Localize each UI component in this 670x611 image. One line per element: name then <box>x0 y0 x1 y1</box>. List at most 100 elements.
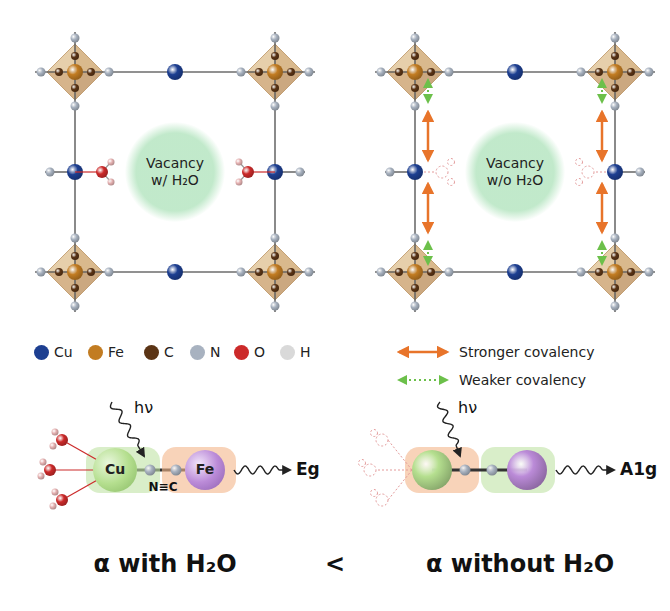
nitrogen-atom <box>377 268 386 277</box>
bond-label: N≡C <box>149 480 178 494</box>
weaker-covalency-arrow <box>601 80 603 102</box>
legend-item: C <box>144 344 174 360</box>
node-label: Vacancy w/o H₂O <box>479 155 551 190</box>
carbon-atom <box>271 52 279 60</box>
carbon-atom <box>87 68 95 76</box>
nitrogen-atom <box>305 68 314 77</box>
carbon-atom <box>411 284 419 292</box>
photon <box>438 402 460 456</box>
carbon-atom <box>287 68 295 76</box>
hydrogen-atom <box>40 459 47 466</box>
nitrogen-atom <box>37 68 46 77</box>
copper-atom <box>507 64 523 80</box>
nitrogen-atom <box>411 34 420 43</box>
iron-atom <box>507 450 547 490</box>
ghost-bond <box>376 470 412 471</box>
framework <box>35 32 315 312</box>
legend-label: Stronger covalency <box>459 344 594 360</box>
iron-atom: Fe <box>185 450 225 490</box>
carbon-atom <box>87 268 95 276</box>
nitrogen-atom <box>377 68 386 77</box>
copper-atom <box>167 264 183 280</box>
ghost-hydrogen <box>371 490 378 497</box>
raman-scatter <box>556 466 614 474</box>
photon-label: hν <box>458 398 477 417</box>
nitrogen-atom <box>445 68 454 77</box>
nitrogen-atom <box>237 68 246 77</box>
nitrogen-atom <box>237 268 246 277</box>
carbon-atom <box>395 68 403 76</box>
vacancy-region: Vacancy w/o H₂O <box>465 122 565 222</box>
raman-mode-label: A1g <box>620 459 657 479</box>
nitrogen-atom <box>611 34 620 43</box>
nitrogen-atom <box>271 34 280 43</box>
carbon-atom <box>627 268 635 276</box>
legend-line-sample <box>395 374 451 386</box>
hydrogen-atom <box>108 179 115 186</box>
carbon-atom <box>595 268 603 276</box>
carbon-atom <box>611 52 619 60</box>
ghost-oxygen <box>436 166 448 178</box>
iron-atom <box>267 64 283 80</box>
weaker-covalency-arrow <box>601 242 603 264</box>
carbon-atom <box>71 84 79 92</box>
raman-scatter <box>234 466 290 474</box>
carbon-atom <box>55 68 63 76</box>
carbon-atom <box>427 68 435 76</box>
stronger-covalency-arrow <box>601 184 604 232</box>
nitrogen-atom <box>645 268 654 277</box>
legend-label: C <box>164 344 174 360</box>
iron-atom <box>267 264 283 280</box>
iron-atom <box>407 264 423 280</box>
iron-atom <box>607 264 623 280</box>
legend-item: Weaker covalency <box>395 372 586 388</box>
hydrogen-atom <box>52 429 59 436</box>
node-label: Fe <box>196 461 215 479</box>
nitrogen-atom <box>411 302 420 311</box>
legend-swatch <box>88 345 103 360</box>
stronger-covalency-arrow <box>427 112 430 160</box>
copper-atom <box>412 450 452 490</box>
raman-mode-label: Eg <box>296 459 320 479</box>
nitrogen-atom <box>636 168 645 177</box>
copper-atom <box>407 164 423 180</box>
legend-label: Weaker covalency <box>459 372 586 388</box>
ghost-bond <box>424 172 436 173</box>
legend-label: Cu <box>54 344 73 360</box>
nitrogen-atom <box>386 168 395 177</box>
carbon-atom <box>71 52 79 60</box>
nitrogen-atom <box>145 465 156 476</box>
legend-line-sample <box>395 346 451 358</box>
hydrogen-atom <box>236 179 243 186</box>
carbon-atom <box>411 52 419 60</box>
ghost-hydrogen <box>448 179 455 186</box>
hydrogen-atom <box>108 159 115 166</box>
nitrogen-atom <box>445 268 454 277</box>
nitrogen-atom <box>271 234 280 243</box>
legend-label: N <box>210 344 220 360</box>
carbon-atom <box>255 268 263 276</box>
carbon-atom <box>395 268 403 276</box>
ghost-oxygen <box>376 494 388 506</box>
nitrogen-atom <box>305 268 314 277</box>
ghost-hydrogen <box>359 460 366 467</box>
nitrogen-atom <box>271 102 280 111</box>
oxygen-atom <box>56 434 68 446</box>
legend-item: H <box>280 344 311 360</box>
nitrogen-atom <box>611 102 620 111</box>
copper-atom <box>607 164 623 180</box>
carbon-atom <box>427 268 435 276</box>
carbon-atom <box>287 268 295 276</box>
vacancy-region: Vacancy w/ H₂O <box>125 122 225 222</box>
carbon-atom <box>271 284 279 292</box>
copper-atom <box>167 64 183 80</box>
nitrogen-atom <box>577 68 586 77</box>
nitrogen-atom <box>411 102 420 111</box>
node-label: Vacancy w/ H₂O <box>139 155 211 190</box>
nitrogen-atom <box>611 234 620 243</box>
copper-atom <box>507 264 523 280</box>
nitrogen-atom <box>71 102 80 111</box>
weaker-covalency-arrow <box>427 242 429 264</box>
comparison-label: α without H₂O <box>426 550 614 578</box>
